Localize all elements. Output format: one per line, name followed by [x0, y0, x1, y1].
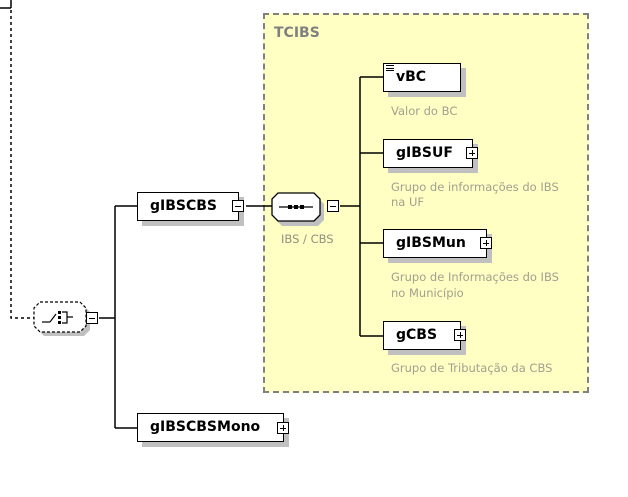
sequence-compositor-icon [271, 192, 324, 226]
group-title: TCIBS [274, 25, 320, 41]
choice-collapse-button[interactable] [86, 312, 98, 324]
element-description: Valor do BC [391, 104, 458, 118]
element-name: gIBSMun [396, 234, 466, 251]
choice-compositor-icon [33, 301, 90, 336]
element-name: gIBSUF [396, 144, 453, 161]
element-description-line2: na UF [391, 195, 425, 209]
element-description-line2: no Município [391, 286, 464, 300]
optional-connector-line [10, 10, 34, 319]
element-name: gIBSCBSMono [150, 418, 261, 435]
sequence-collapse-button[interactable] [327, 200, 339, 212]
gibscbsmono-expand-button[interactable] [277, 422, 289, 434]
element-vbc[interactable]: vBC [383, 63, 461, 92]
gibscbs-collapse-button[interactable] [232, 200, 244, 212]
gcbs-expand-button[interactable] [454, 329, 466, 341]
element-gcbs[interactable]: gCBS [383, 321, 461, 350]
element-name: gCBS [396, 326, 438, 343]
element-gibsmun[interactable]: gIBSMun [383, 229, 487, 258]
element-gibscbsmono[interactable]: gIBSCBSMono [137, 413, 284, 442]
gibsmun-expand-button[interactable] [480, 237, 492, 249]
element-name: vBC [396, 68, 427, 85]
element-gibscbs[interactable]: gIBSCBS [137, 192, 239, 221]
sequence-label: IBS / CBS [281, 232, 334, 246]
element-description-line1: Grupo de informações do IBS [391, 180, 559, 194]
element-name: gIBSCBS [150, 197, 218, 214]
element-description-line1: Grupo de Informações do IBS [391, 270, 559, 284]
element-gibsuf[interactable]: gIBSUF [383, 139, 473, 168]
gibsuf-expand-button[interactable] [466, 147, 478, 159]
element-description: Grupo de Tributação da CBS [391, 361, 553, 375]
simple-content-icon [386, 65, 394, 71]
